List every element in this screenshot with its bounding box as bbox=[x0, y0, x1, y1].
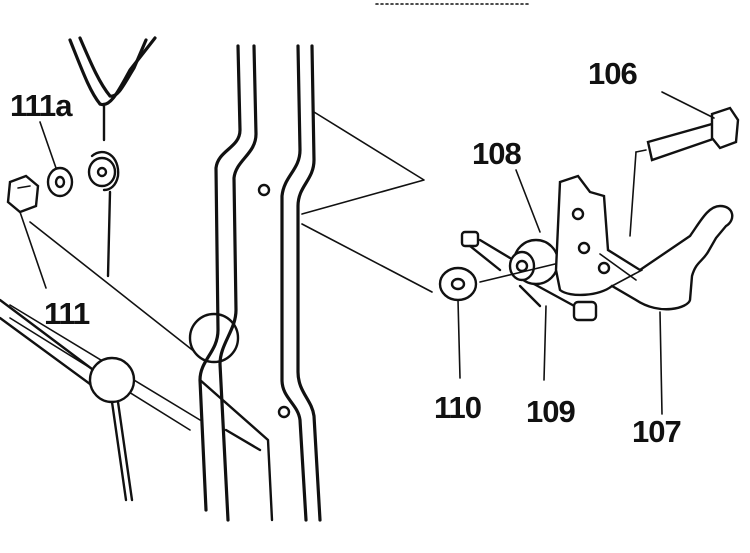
left-bracket bbox=[90, 150, 120, 278]
callout-106: 106 bbox=[588, 56, 638, 91]
bolt-106 bbox=[629, 91, 740, 237]
callout-111: 111 bbox=[44, 296, 90, 331]
washer-110 bbox=[438, 266, 478, 379]
door-frame bbox=[198, 44, 322, 522]
callout-109: 109 bbox=[526, 394, 576, 429]
washer-111a bbox=[46, 166, 74, 198]
bushing-108 bbox=[479, 169, 581, 286]
top-tube bbox=[68, 36, 157, 142]
callout-111a: 111a bbox=[10, 88, 73, 123]
hinge-107 bbox=[554, 174, 734, 415]
lower-rods bbox=[0, 298, 240, 502]
grommet bbox=[87, 156, 117, 188]
nut-111 bbox=[6, 174, 40, 214]
clip-109 bbox=[460, 230, 598, 381]
callout-107: 107 bbox=[632, 414, 682, 449]
callout-110: 110 bbox=[434, 390, 482, 425]
mount-wedge bbox=[301, 111, 433, 293]
callout-108: 108 bbox=[472, 136, 522, 171]
